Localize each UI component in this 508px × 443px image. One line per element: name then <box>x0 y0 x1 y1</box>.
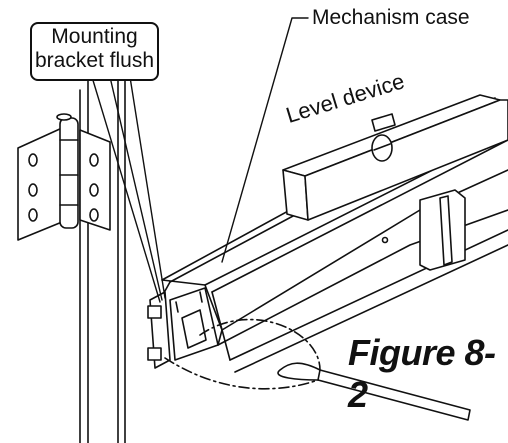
end-bracket <box>147 287 219 369</box>
screwdriver <box>164 318 471 421</box>
hinge <box>17 113 111 241</box>
level-device <box>282 94 508 221</box>
door-edge <box>419 189 466 271</box>
figure-caption: Figure 8-2 <box>348 332 496 415</box>
mounting-bracket-label-line1: Mounting <box>51 25 138 48</box>
mechanism-case-label: Mechanism case <box>312 6 470 29</box>
mounting-bracket-callout <box>30 22 159 81</box>
leader-lines <box>91 17 309 303</box>
mounting-bracket-label-line2: bracket flush <box>34 49 155 72</box>
